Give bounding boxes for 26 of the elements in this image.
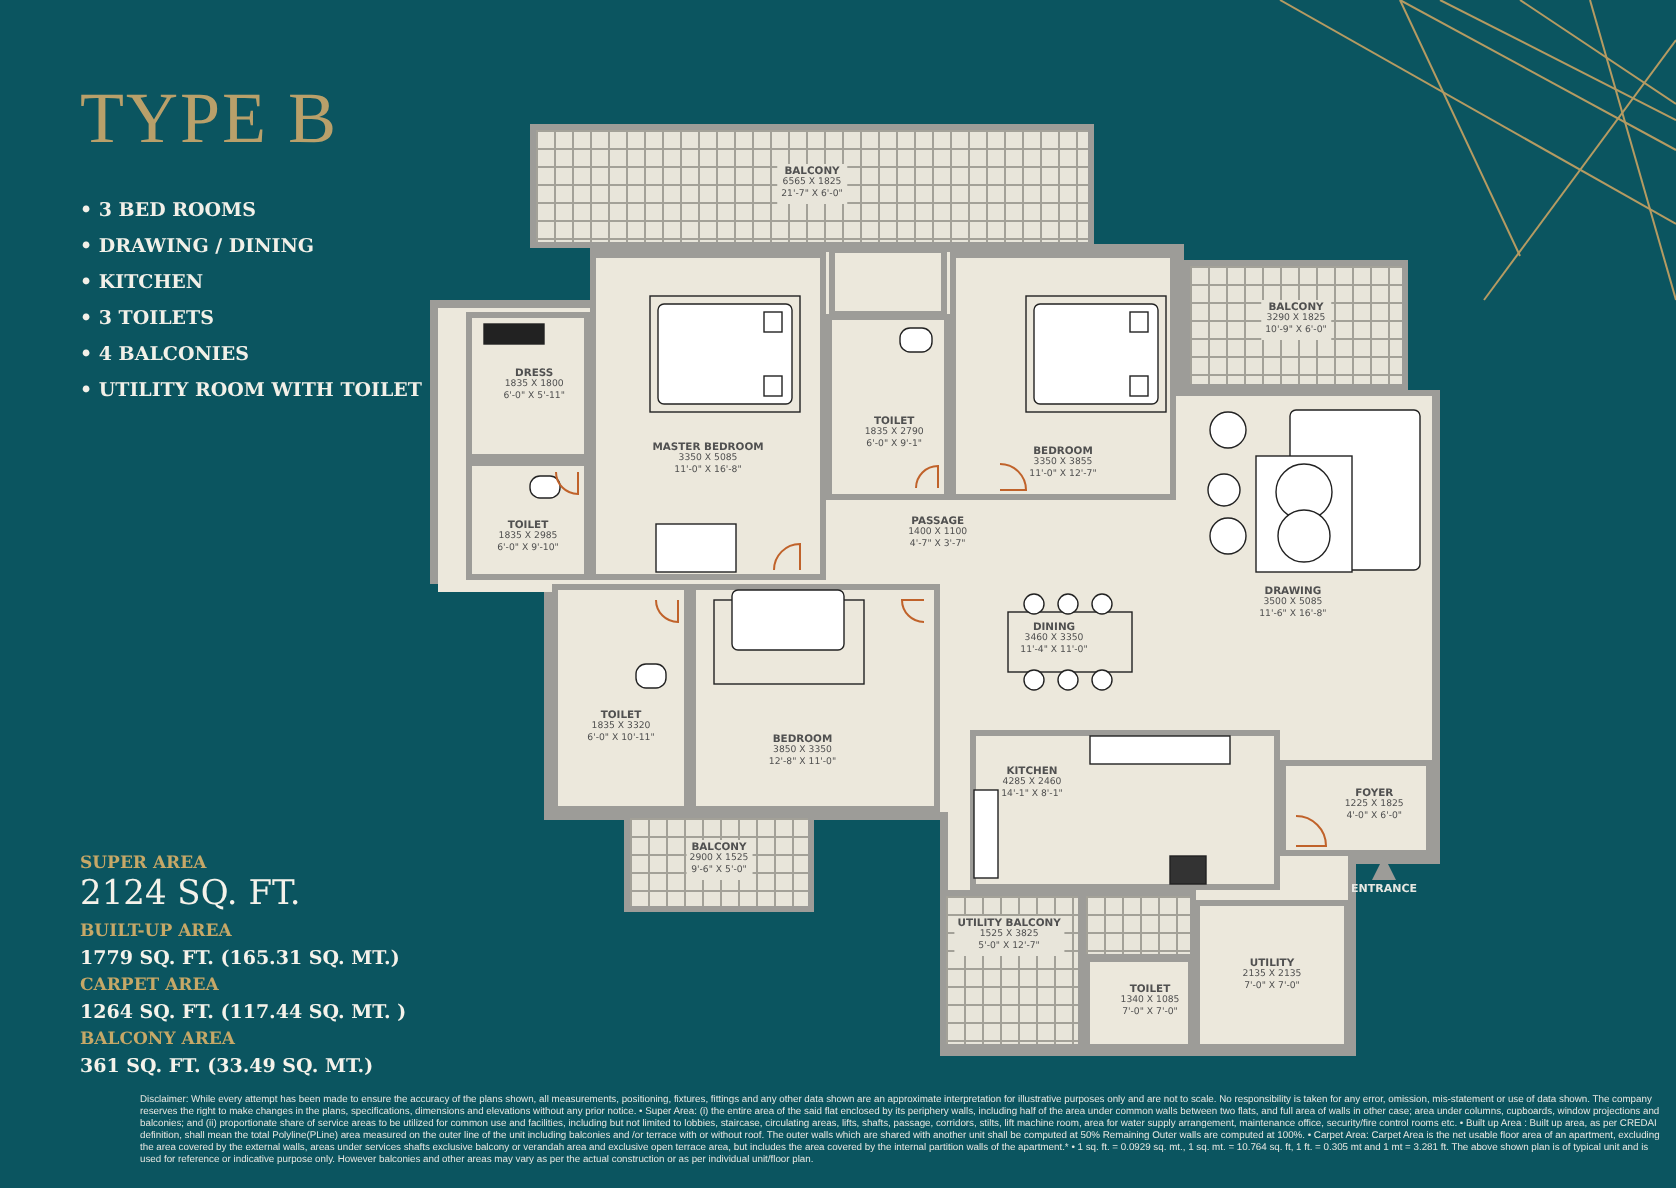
- feature-item: • 4 BALCONIES: [80, 344, 249, 366]
- feature-item: • KITCHEN: [80, 272, 204, 294]
- area-heading: BUILT-UP AREA: [80, 922, 232, 942]
- area-value: 1264 SQ. FT. (117.44 SQ. MT. ): [80, 1002, 407, 1024]
- feature-item: • UTILITY ROOM WITH TOILET: [80, 380, 422, 402]
- title: TYPE B: [80, 76, 339, 160]
- room-outline: [1194, 900, 1350, 1050]
- room-outline: [1084, 956, 1194, 1050]
- area-heading: CARPET AREA: [80, 976, 219, 996]
- balcony-outline: [624, 812, 814, 912]
- area-value: 1779 SQ. FT. (165.31 SQ. MT.): [80, 948, 400, 970]
- area-value: 361 SQ. FT. (33.49 SQ. MT.): [80, 1056, 374, 1078]
- feature-item: • 3 BED ROOMS: [80, 200, 256, 222]
- room-outline: [1280, 760, 1432, 856]
- balcony-outline: [1184, 260, 1408, 390]
- balcony-outline: [940, 890, 1084, 1050]
- area-heading: BALCONY AREA: [80, 1030, 235, 1050]
- balcony-outline: [530, 124, 1094, 248]
- area-value: 2124 SQ. FT.: [80, 874, 301, 914]
- feature-item: • 3 TOILETS: [80, 308, 214, 330]
- feature-item: • DRAWING / DINING: [80, 236, 315, 258]
- room-outline: [552, 584, 690, 812]
- room-outline: [826, 314, 950, 500]
- room-outline: [466, 460, 590, 580]
- area-heading: SUPER AREA: [80, 854, 207, 874]
- room-outline: [466, 312, 590, 460]
